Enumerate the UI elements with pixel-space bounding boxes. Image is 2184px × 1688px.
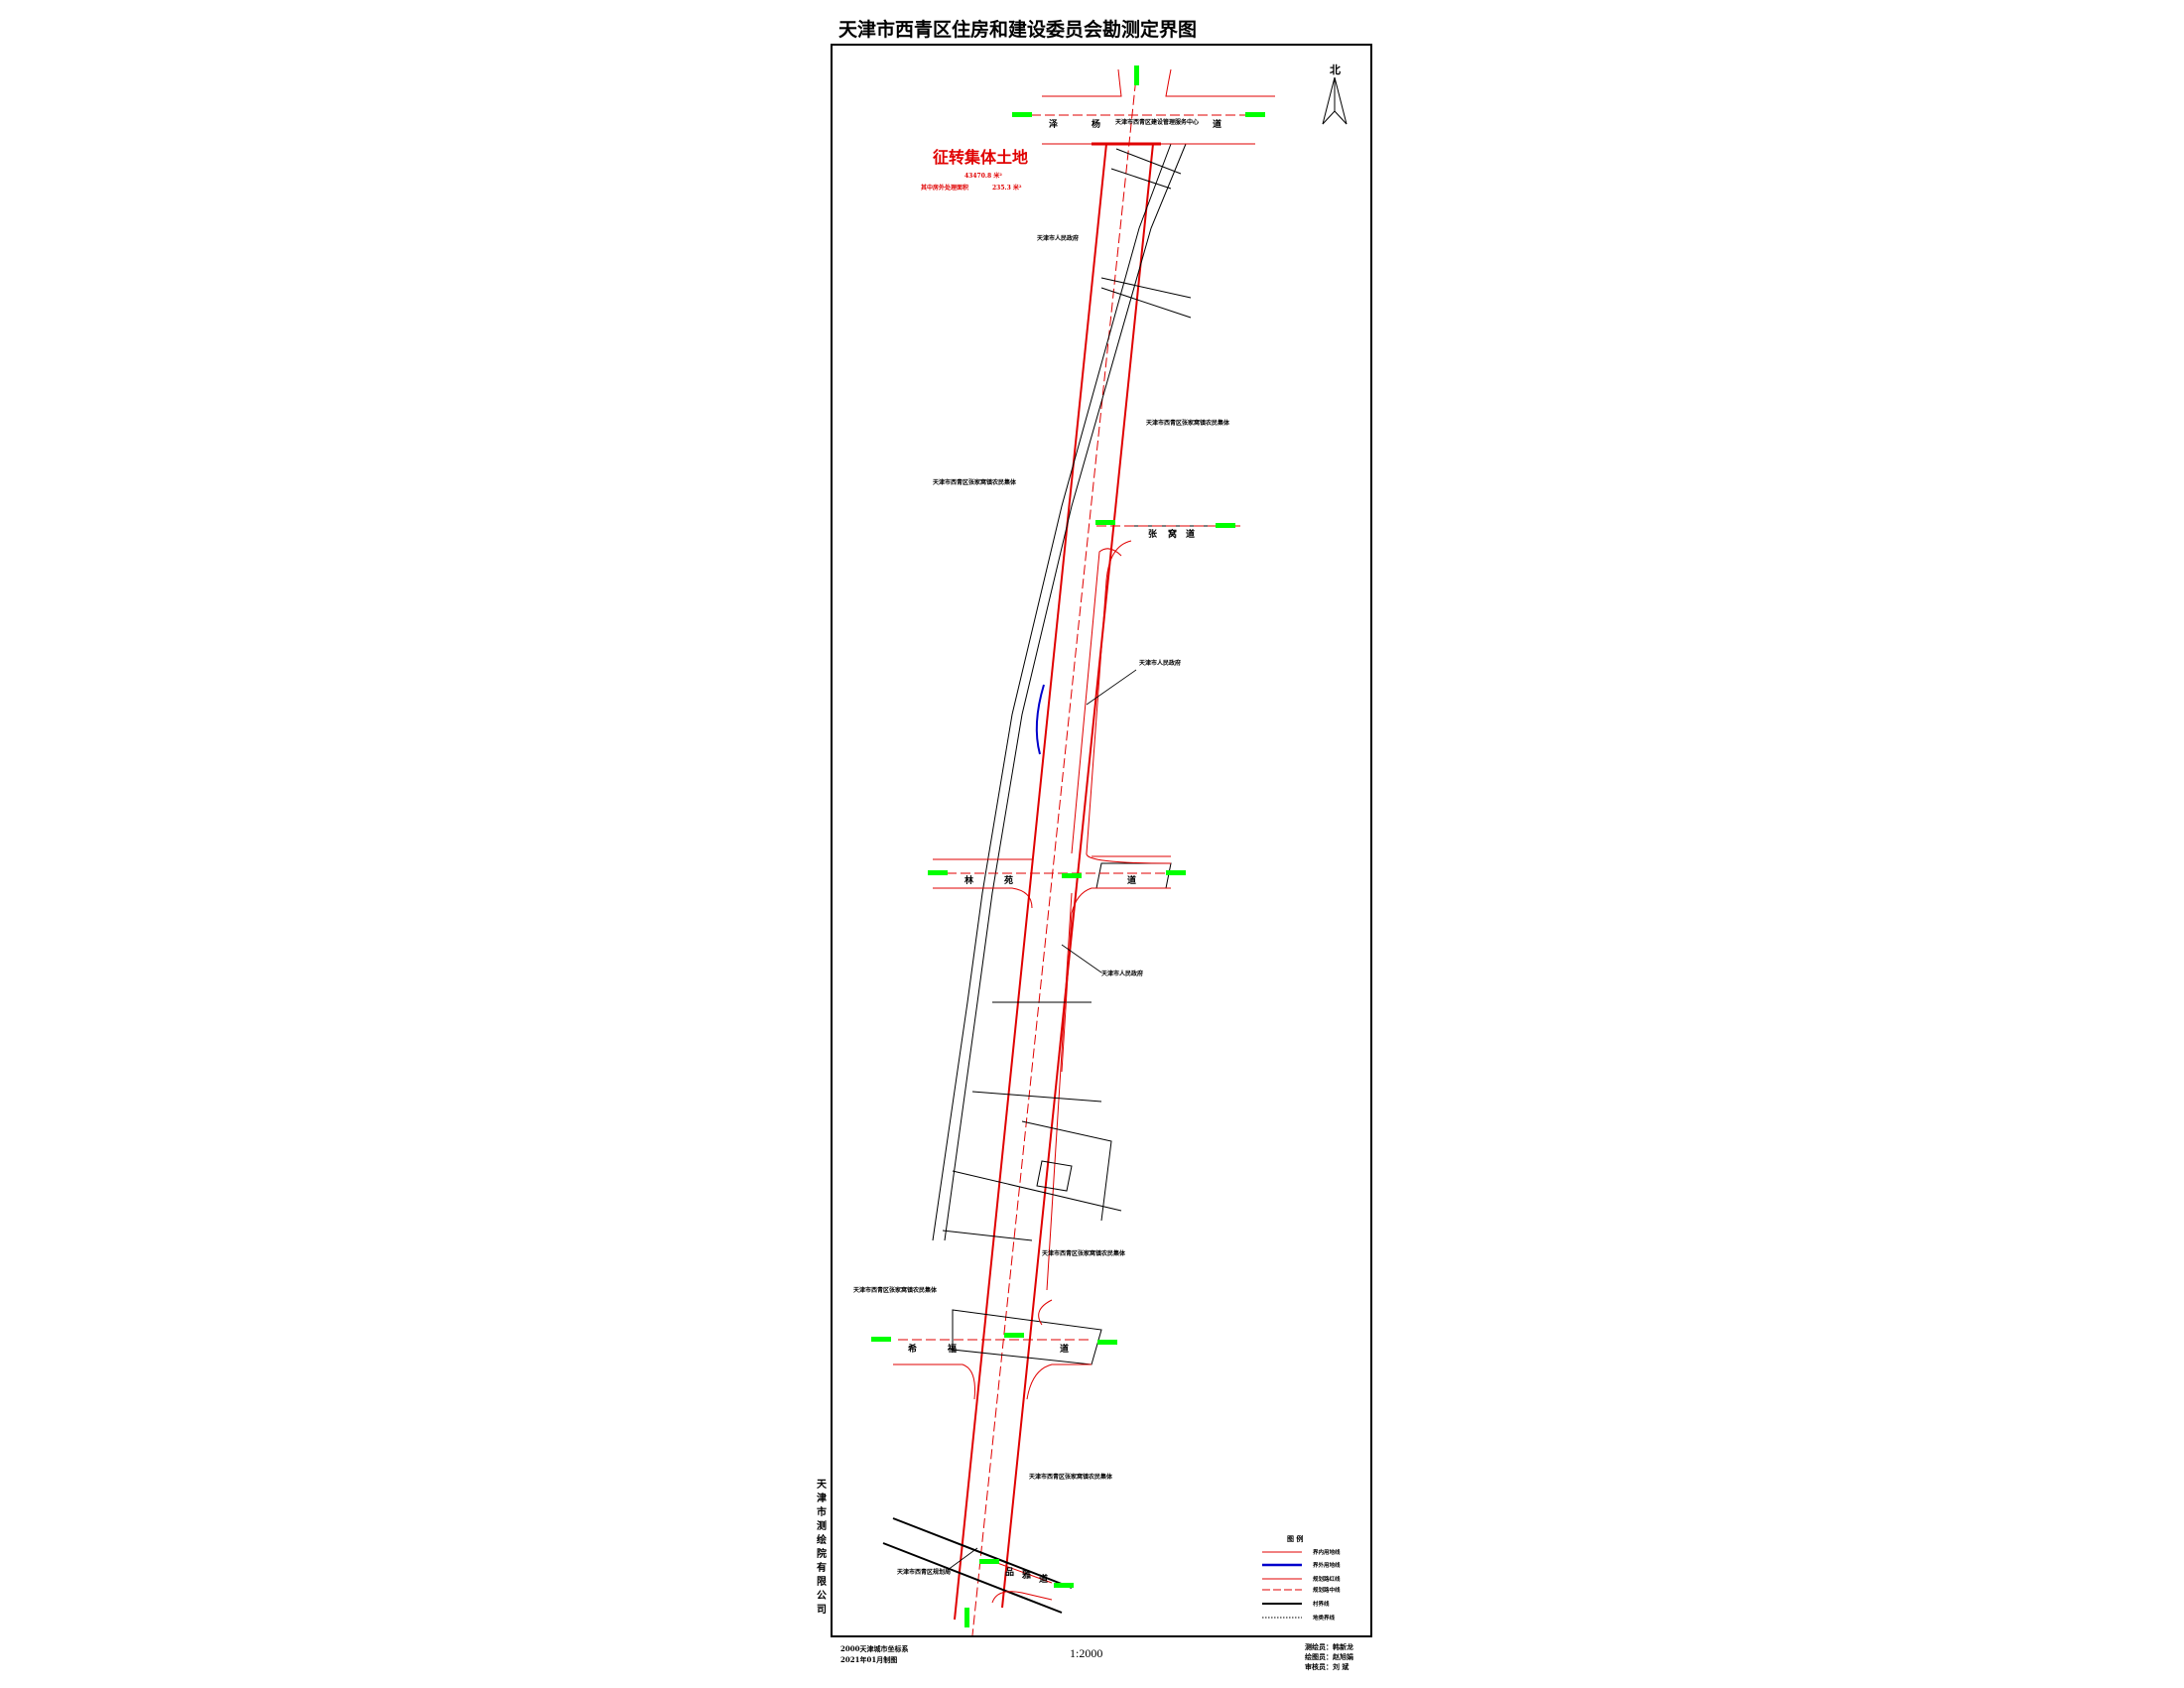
owner-label: 天津市西青区张家窝镇农民集体 [1042, 1249, 1126, 1257]
map-title: 天津市西青区住房和建设委员会勘测定界图 [838, 18, 1197, 41]
map-labels: 天津市西青区建设管理服务中心 天津市人民政府 天津市西青区张家窝镇农民集体 天津… [853, 118, 1230, 1576]
road-name-char: 道 [1039, 1573, 1048, 1585]
company-name: 天津市测绘院有限公司 [815, 1479, 827, 1618]
outside-boundary-line [1035, 684, 1045, 755]
coordinate-tags [871, 65, 1265, 1627]
road-name-char: 雅 [1021, 1569, 1031, 1581]
map-scale: 1:2000 [1070, 1646, 1102, 1660]
owner-label: 天津市西青区张家窝镇农民集体 [933, 478, 1017, 486]
north-arrow-icon: 北 [1322, 63, 1348, 125]
road-name-char: 道 [1213, 118, 1221, 130]
staff-drafter: 绘图员：赵旭娟 [1305, 1652, 1353, 1661]
staff-surveyor: 测绘员：韩新龙 [1305, 1642, 1353, 1651]
road-name-char: 张 [1148, 528, 1158, 540]
road-name-char: 泽 [1049, 118, 1058, 130]
legend-label: 界内用地线 [1313, 1548, 1341, 1556]
legend-title: 图 例 [1287, 1534, 1303, 1543]
road-name-char: 道 [1060, 1343, 1069, 1355]
legend-label: 村界线 [1313, 1600, 1330, 1608]
owner-label: 天津市西青区张家窝镇农民集体 [853, 1286, 938, 1294]
map-date: 2021年01月制图 [840, 1655, 897, 1664]
legend-label: 规划路中线 [1313, 1586, 1341, 1594]
map-frame [831, 44, 1372, 1637]
road-name-char: 窝 [1168, 528, 1177, 540]
summary-area: 43470.8 米² [964, 172, 1002, 180]
legend-label: 规划路红线 [1313, 1575, 1341, 1583]
legend-label: 地类界线 [1313, 1614, 1336, 1622]
summary-sub-label: 其中房外处理面积 [921, 184, 968, 192]
svg-text:北: 北 [1330, 63, 1341, 76]
owner-label: 天津市人民政府 [1101, 970, 1143, 977]
road-name-char: 林 [964, 874, 974, 886]
legend: 图 例 界内用地线 界外用地线 规划路红线 规划路中线 村界线 地类界线 [1262, 1534, 1341, 1622]
road-name-char: 品 [1005, 1567, 1014, 1578]
owner-label: 天津市西青区建设管理服务中心 [1115, 118, 1199, 126]
road-name-char: 福 [947, 1343, 957, 1355]
owner-label: 天津市人民政府 [1037, 234, 1079, 242]
summary-heading: 征转集体土地 [933, 148, 1028, 167]
road-name-char: 希 [908, 1343, 917, 1355]
road-name-char: 道 [1127, 874, 1136, 886]
road-name-char: 苑 [1004, 874, 1013, 886]
owner-label: 天津市西青区张家窝镇农民集体 [1146, 419, 1230, 427]
staff-reviewer: 审核员：刘 斌 [1305, 1662, 1349, 1671]
road-name-char: 道 [1186, 528, 1195, 540]
centerline [971, 66, 1138, 1636]
road-names: 泽 杨 道 张 窝 道 林 苑 道 希 福 道 品 雅 道 [908, 118, 1221, 1585]
owner-label: 天津市西青区规划局 [897, 1568, 951, 1576]
summary-sub-area: 235.3 米² [992, 184, 1022, 192]
legend-label: 界外用地线 [1313, 1561, 1341, 1569]
owner-label: 天津市西青区张家窝镇农民集体 [1029, 1473, 1113, 1481]
road-name-char: 杨 [1092, 118, 1100, 130]
left-boundary-line [954, 143, 1107, 1621]
owner-label: 天津市人民政府 [1139, 659, 1181, 667]
coordinate-system: 2000天津城市坐标系 [840, 1644, 908, 1653]
cross-roads [893, 68, 1275, 1604]
land-summary: 征转集体土地 43470.8 米² 其中房外处理面积 235.3 米² [921, 148, 1028, 192]
